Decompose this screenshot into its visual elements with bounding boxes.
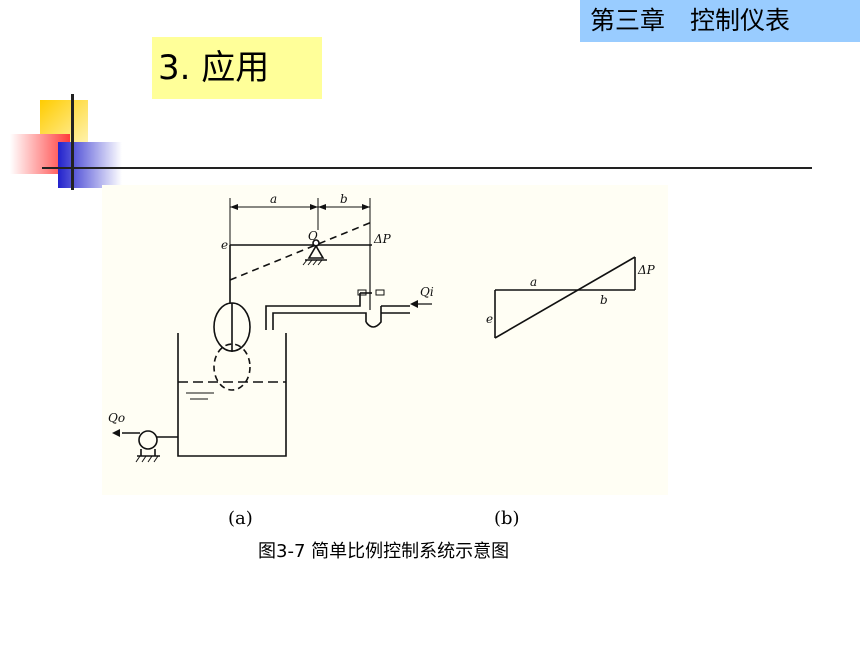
label-b-e: e <box>486 312 493 326</box>
label-b-b: b <box>600 293 608 307</box>
decor-vertical-line <box>71 94 74 190</box>
figure-caption: 图3-7 简单比例控制系统示意图 <box>258 541 510 562</box>
inlet-pipe <box>265 293 361 330</box>
label-a: a <box>270 192 277 206</box>
label-dp: ΔP <box>373 232 392 246</box>
pivot-support <box>307 244 325 259</box>
label-e: e <box>221 238 228 252</box>
decor-blue-block <box>58 142 122 188</box>
diagram-b <box>494 256 636 339</box>
u-tube <box>365 306 382 328</box>
figure-background <box>102 185 668 495</box>
lever-displaced <box>229 221 373 281</box>
label-qo: Qo <box>108 411 125 425</box>
label-qi: Qi <box>420 285 434 299</box>
section-title: 3. 应用 <box>152 37 322 99</box>
diagram-a <box>112 198 432 463</box>
lever-diagonal <box>494 256 636 339</box>
subfigure-label-b: (b) <box>494 508 520 529</box>
pump <box>138 430 158 450</box>
label-b: b <box>340 192 348 206</box>
tank <box>177 333 287 457</box>
label-pivot: O <box>308 229 318 243</box>
decor-horizontal-line <box>42 167 812 169</box>
label-b-dp: ΔP <box>637 263 656 277</box>
subfigure-label-a: (a) <box>228 508 253 529</box>
label-b-a: a <box>530 275 537 289</box>
chapter-title: 第三章 控制仪表 <box>580 0 860 42</box>
float-displaced <box>213 343 251 391</box>
